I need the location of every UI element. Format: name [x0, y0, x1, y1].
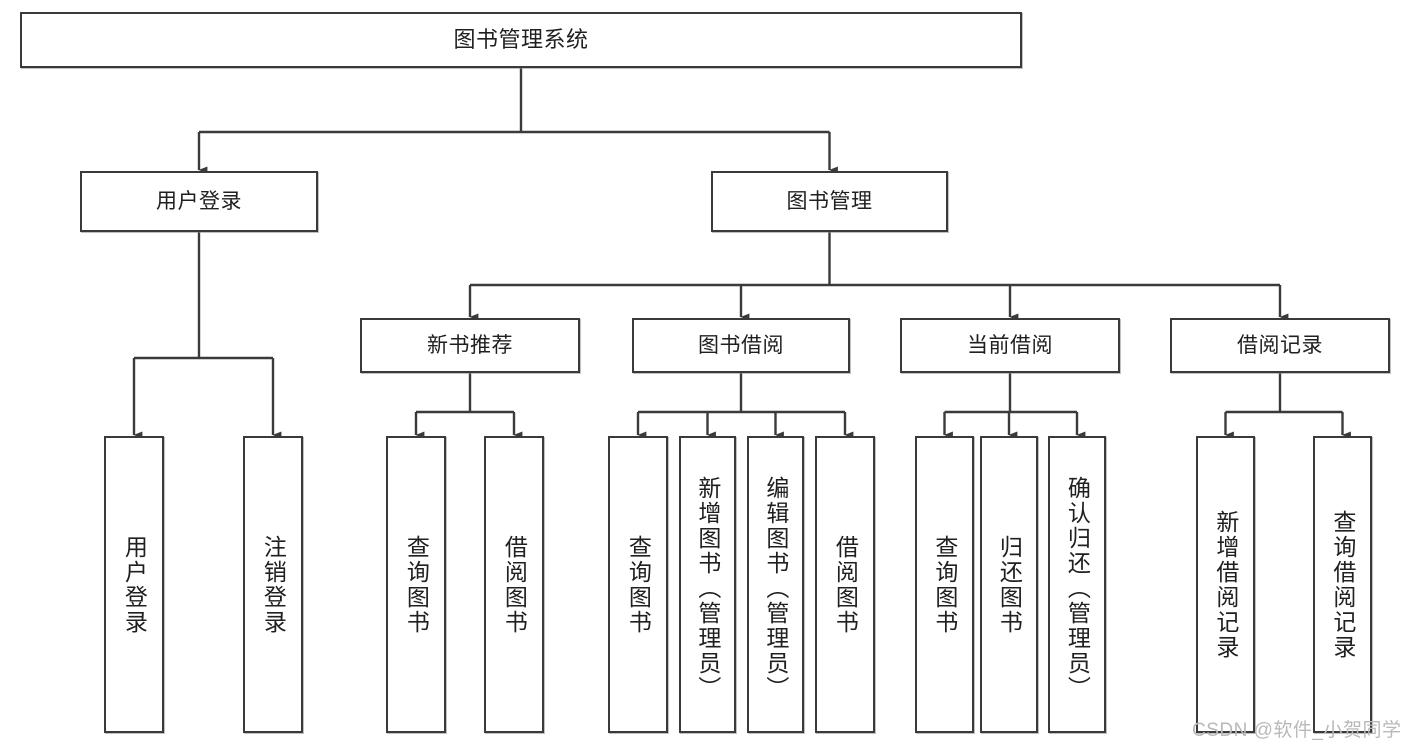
- node-leaf-edit-book-label: 编辑图书（管理员）: [762, 476, 789, 701]
- node-leaf-query-book-2-label: 查询图书: [625, 534, 652, 635]
- node-new-book-rec[interactable]: 新书推荐: [360, 318, 580, 373]
- node-leaf-add-record[interactable]: 新增借阅记录: [1196, 436, 1255, 733]
- node-leaf-user-login-label: 用户登录: [121, 534, 148, 635]
- node-leaf-borrow-book-2[interactable]: 借阅图书: [815, 436, 875, 733]
- node-leaf-borrow-book-2-label: 借阅图书: [832, 534, 859, 635]
- node-new-book-rec-label: 新书推荐: [427, 333, 513, 357]
- node-user-login-group[interactable]: 用户登录: [80, 171, 318, 232]
- node-book-borrow-label: 图书借阅: [698, 333, 784, 357]
- node-leaf-query-book-1-label: 查询图书: [403, 534, 430, 635]
- node-leaf-user-logout-label: 注销登录: [260, 534, 287, 635]
- node-user-login-group-label: 用户登录: [156, 189, 242, 213]
- node-leaf-query-book-3-label: 查询图书: [931, 534, 958, 635]
- node-leaf-add-book-label: 新增图书（管理员）: [694, 476, 721, 701]
- node-leaf-add-book[interactable]: 新增图书（管理员）: [679, 436, 736, 733]
- node-leaf-confirm-return-label: 确认归还（管理员）: [1064, 476, 1091, 701]
- node-current-borrow[interactable]: 当前借阅: [900, 318, 1120, 373]
- node-leaf-query-book-2[interactable]: 查询图书: [608, 436, 668, 733]
- node-book-manage-group[interactable]: 图书管理: [711, 171, 948, 232]
- node-leaf-user-logout[interactable]: 注销登录: [243, 436, 303, 733]
- node-leaf-add-record-label: 新增借阅记录: [1212, 509, 1239, 660]
- node-leaf-query-record[interactable]: 查询借阅记录: [1313, 436, 1372, 733]
- node-leaf-return-book[interactable]: 归还图书: [980, 436, 1038, 733]
- node-leaf-user-login[interactable]: 用户登录: [104, 436, 164, 733]
- node-leaf-borrow-book-1-label: 借阅图书: [501, 534, 528, 635]
- node-leaf-query-book-3[interactable]: 查询图书: [915, 436, 974, 733]
- node-leaf-borrow-book-1[interactable]: 借阅图书: [484, 436, 544, 733]
- node-root[interactable]: 图书管理系统: [20, 12, 1022, 68]
- node-leaf-query-record-label: 查询借阅记录: [1329, 509, 1356, 660]
- node-current-borrow-label: 当前借阅: [967, 333, 1053, 357]
- node-borrow-record-label: 借阅记录: [1237, 333, 1323, 357]
- node-leaf-confirm-return[interactable]: 确认归还（管理员）: [1048, 436, 1106, 733]
- node-borrow-record[interactable]: 借阅记录: [1170, 318, 1390, 373]
- node-root-label: 图书管理系统: [453, 26, 589, 52]
- node-book-borrow[interactable]: 图书借阅: [632, 318, 850, 373]
- node-leaf-edit-book[interactable]: 编辑图书（管理员）: [747, 436, 804, 733]
- node-book-manage-group-label: 图书管理: [786, 189, 873, 213]
- node-leaf-query-book-1[interactable]: 查询图书: [386, 436, 446, 733]
- node-leaf-return-book-label: 归还图书: [996, 534, 1023, 635]
